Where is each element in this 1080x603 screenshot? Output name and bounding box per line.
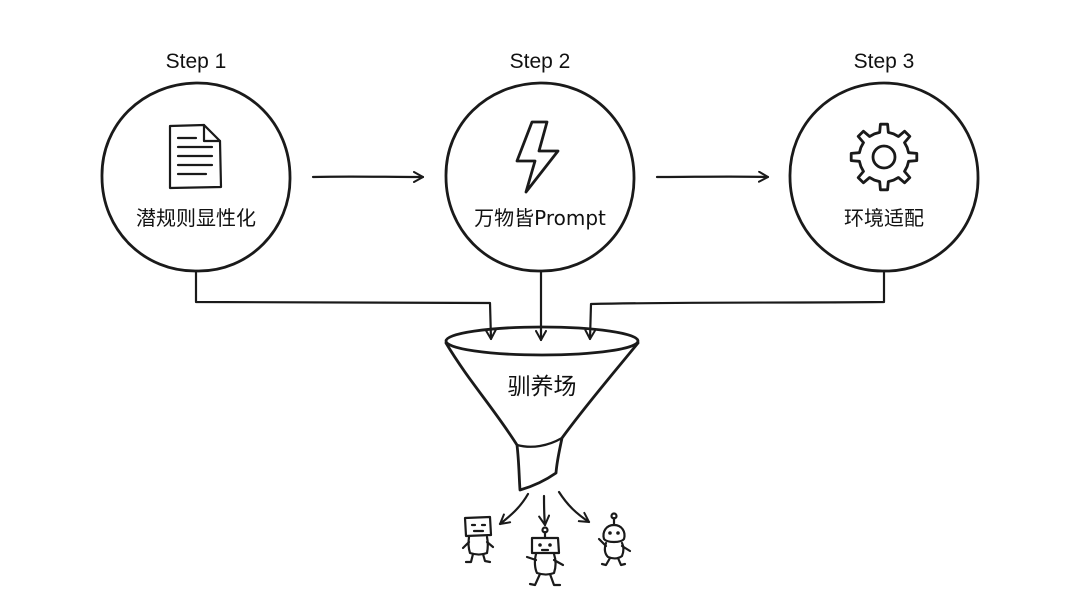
step-3-circle xyxy=(788,81,980,273)
step-2-circle xyxy=(444,81,636,273)
funnel: 驯养场 xyxy=(444,325,640,492)
funnel-label: 驯养场 xyxy=(508,374,577,400)
robot-icon xyxy=(525,526,565,587)
lightning-icon xyxy=(515,120,560,194)
connector-step3-to-funnel xyxy=(584,270,886,341)
robot-icon xyxy=(461,515,495,564)
step-3-node: 环境适配 xyxy=(788,81,980,273)
output-arrow-right xyxy=(557,490,591,524)
step-3-label: Step 3 xyxy=(854,50,915,73)
output-arrow-left xyxy=(498,492,530,526)
output-arrow-center xyxy=(538,494,551,527)
robot-icon xyxy=(597,512,632,567)
step-2-node: 万物皆Prompt xyxy=(444,81,636,273)
funnel-body xyxy=(444,341,640,492)
funnel-rim xyxy=(444,325,640,357)
connector-step1-to-funnel xyxy=(194,270,497,341)
funnel-neck-line xyxy=(515,436,564,448)
step-3-title: 环境适配 xyxy=(844,206,924,230)
step-1-node: 潜规则显性化 xyxy=(100,81,292,273)
step-2-title: 万物皆Prompt xyxy=(474,206,606,230)
document-icon xyxy=(168,123,223,190)
step-1-label: Step 1 xyxy=(166,50,227,73)
step-1-circle xyxy=(100,81,292,273)
step-2-label: Step 2 xyxy=(510,50,571,73)
step-1-title: 潜规则显性化 xyxy=(136,206,256,230)
gear-icon xyxy=(849,122,919,192)
